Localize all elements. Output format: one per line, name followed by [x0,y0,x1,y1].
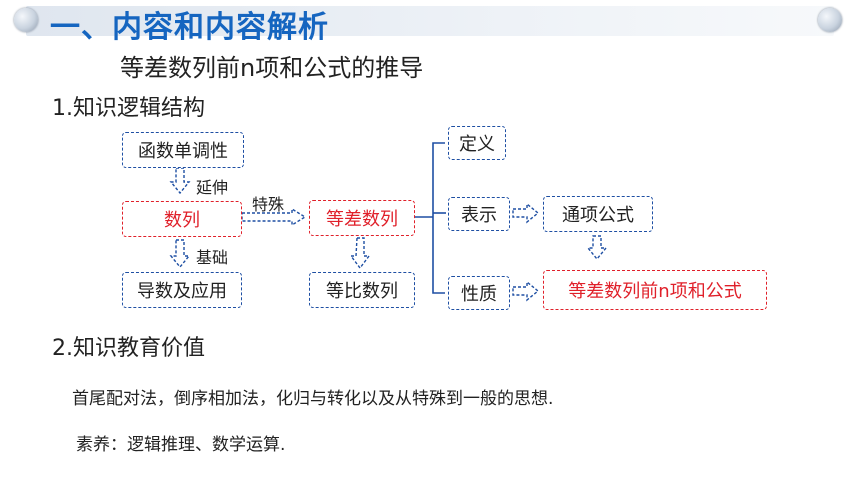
node-geometric-sequence: 等比数列 [309,272,415,308]
paragraph-methods: 首尾配对法，倒序相加法，化归与转化以及从特殊到一般的思想. [72,389,554,409]
paragraph-literacy: 素养：逻辑推理、数学运算. [76,435,286,455]
edge-label-foundation: 基础 [196,248,229,267]
decorative-circle-icon [818,8,842,32]
decorative-circle-icon [14,8,38,32]
node-representation: 表示 [448,197,510,231]
node-monotonicity: 函数单调性 [122,132,244,168]
node-arithmetic-sequence: 等差数列 [309,200,415,236]
node-sum-formula: 等差数列前n项和公式 [543,270,767,310]
arrow-right-icon [512,280,540,302]
edge-label-extend: 延伸 [196,178,229,197]
arrow-right-icon [241,207,307,227]
page-title: 一、内容和内容解析 [50,10,329,45]
node-general-formula: 通项公式 [543,196,653,232]
node-property: 性质 [448,276,510,310]
page-subtitle: 等差数列前n项和公式的推导 [120,54,424,82]
node-sequence: 数列 [122,201,242,237]
arrow-down-icon [586,235,608,261]
section-heading-value: 2.知识教育价值 [52,336,205,361]
node-derivative: 导数及应用 [122,272,242,308]
arrow-down-icon [169,239,191,269]
arrow-down-icon [169,167,191,195]
arrow-down-icon [349,237,371,270]
arrow-right-icon [512,202,540,224]
header-bar [26,6,834,36]
edge-label-special: 特殊 [252,195,285,214]
section-heading-structure: 1.知识逻辑结构 [52,96,205,121]
branch-bracket [432,142,445,294]
node-definition: 定义 [448,126,506,160]
